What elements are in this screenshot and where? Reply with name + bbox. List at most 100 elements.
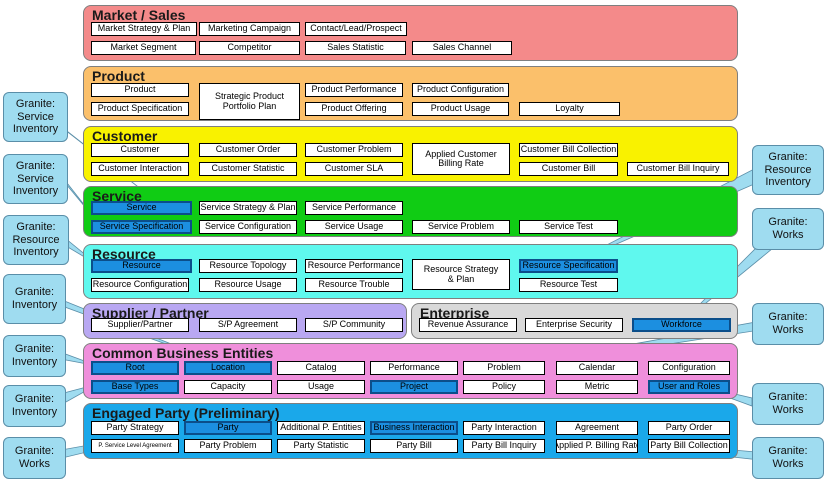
entity-box: Customer Order <box>199 143 297 157</box>
callout-c1: Granite: Service Inventory <box>3 92 68 142</box>
entity-box: Service <box>91 201 192 215</box>
entity-box: Party Strategy <box>91 421 179 435</box>
entity-box: Service Problem <box>412 220 510 234</box>
entity-box: Party <box>184 421 272 435</box>
callout-c7: Granite: Works <box>3 437 66 479</box>
band-resource: Resource <box>83 244 738 299</box>
entity-box: Resource Topology <box>199 259 297 273</box>
entity-box: Service Test <box>519 220 618 234</box>
entity-box: Sales Statistic <box>305 41 406 55</box>
entity-box: Contact/Lead/Prospect <box>305 22 407 36</box>
entity-box: Applied P. Billing Rate <box>556 439 638 453</box>
entity-box: Service Strategy & Plan <box>199 201 297 215</box>
entity-box: Market Strategy & Plan <box>91 22 197 36</box>
entity-box: Resource Usage <box>199 278 297 292</box>
band-title-supplier-partner: Supplier / Partner <box>92 305 209 321</box>
band-title-engaged-party: Engaged Party (Preliminary) <box>92 405 280 421</box>
entity-box: Customer Problem <box>305 143 403 157</box>
entity-box: Problem <box>463 361 545 375</box>
callout-c5: Granite: Inventory <box>3 335 66 377</box>
callout-c2: Granite: Service Inventory <box>3 154 68 204</box>
entity-box: Competitor <box>199 41 300 55</box>
entity-box: Strategic Product Portfolio Plan <box>199 83 300 120</box>
entity-box: Resource Strategy & Plan <box>412 259 510 290</box>
entity-box: Additional P. Entities <box>277 421 365 435</box>
entity-box: Revenue Assurance <box>419 318 517 332</box>
entity-box: Customer SLA <box>305 162 403 176</box>
band-title-service: Service <box>92 188 142 204</box>
entity-box: P. Service Level Agreement <box>91 439 179 453</box>
entity-box: Party Order <box>648 421 730 435</box>
callout-c11: Granite: Works <box>752 383 824 425</box>
entity-box: Product Offering <box>305 102 403 116</box>
entity-box: Loyalty <box>519 102 620 116</box>
entity-box: Product Configuration <box>412 83 509 97</box>
entity-box: Catalog <box>277 361 365 375</box>
callout-c3: Granite: Resource Inventory <box>3 215 69 265</box>
callout-c12: Granite: Works <box>752 437 824 479</box>
entity-box: Party Bill Inquiry <box>463 439 545 453</box>
entity-box: Enterprise Security <box>525 318 623 332</box>
callout-c9: Granite: Works <box>752 208 824 250</box>
callout-c10: Granite: Works <box>752 303 824 345</box>
entity-box: Service Performance <box>305 201 403 215</box>
entity-box: Service Specification <box>91 220 192 234</box>
entity-box: Location <box>184 361 272 375</box>
entity-box: Customer Bill Collection <box>519 143 618 157</box>
callout-c4: Granite: Inventory <box>3 274 66 324</box>
entity-box: Product Usage <box>412 102 509 116</box>
entity-box: Product Performance <box>305 83 403 97</box>
entity-box: Customer Statistic <box>199 162 297 176</box>
entity-box: Marketing Campaign <box>199 22 300 36</box>
entity-box: Resource Performance <box>305 259 403 273</box>
callout-c6: Granite: Inventory <box>3 385 66 427</box>
entity-box: Party Bill <box>370 439 458 453</box>
entity-box: Base Types <box>91 380 179 394</box>
entity-box: S/P Community <box>305 318 403 332</box>
entity-box: Metric <box>556 380 638 394</box>
entity-box: Resource Specification <box>519 259 618 273</box>
entity-box: Performance <box>370 361 458 375</box>
entity-box: Project <box>370 380 458 394</box>
entity-box: Calendar <box>556 361 638 375</box>
entity-box: Business Interaction <box>370 421 458 435</box>
entity-box: Configuration <box>648 361 730 375</box>
band-title-product: Product <box>92 68 145 84</box>
entity-box: Supplier/Partner <box>91 318 189 332</box>
band-title-customer: Customer <box>92 128 158 144</box>
entity-box: User and Roles <box>648 380 730 394</box>
entity-box: Agreement <box>556 421 638 435</box>
entity-box: Product Specification <box>91 102 189 116</box>
entity-box: Resource Trouble <box>305 278 403 292</box>
entity-box: Applied Customer Billing Rate <box>412 143 510 175</box>
callout-c8: Granite: Resource Inventory <box>752 145 824 195</box>
band-title-common-business-entities: Common Business Entities <box>92 345 274 361</box>
entity-box: Resource <box>91 259 192 273</box>
band-service: Service <box>83 186 738 237</box>
entity-box: Resource Configuration <box>91 278 189 292</box>
entity-box: Customer <box>91 143 189 157</box>
entity-box: Usage <box>277 380 365 394</box>
entity-box: Party Problem <box>184 439 272 453</box>
entity-box: Customer Bill Inquiry <box>627 162 729 176</box>
entity-box: Sales Channel <box>412 41 512 55</box>
band-product: Product <box>83 66 738 121</box>
band-title-market-sales: Market / Sales <box>92 7 186 23</box>
entity-box: Policy <box>463 380 545 394</box>
entity-box: Party Interaction <box>463 421 545 435</box>
entity-box: Capacity <box>184 380 272 394</box>
entity-box: Party Statistic <box>277 439 365 453</box>
entity-box: Product <box>91 83 189 97</box>
entity-box: Customer Bill <box>519 162 618 176</box>
band-title-resource: Resource <box>92 246 156 262</box>
entity-box: S/P Agreement <box>199 318 297 332</box>
entity-box: Workforce <box>632 318 731 332</box>
entity-box: Party Bill Collection <box>648 439 730 453</box>
band-title-enterprise: Enterprise <box>420 305 490 321</box>
entity-box: Resource Test <box>519 278 618 292</box>
entity-box: Market Segment <box>91 41 196 55</box>
entity-box: Root <box>91 361 179 375</box>
entity-box: Customer Interaction <box>91 162 189 176</box>
entity-box: Service Configuration <box>199 220 297 234</box>
entity-box: Service Usage <box>305 220 403 234</box>
